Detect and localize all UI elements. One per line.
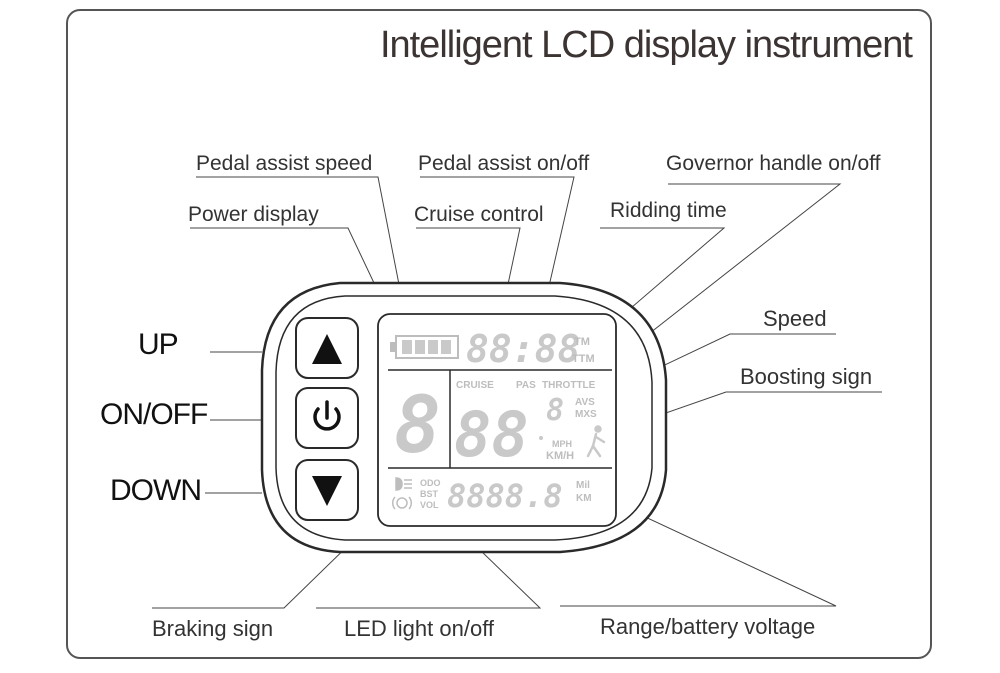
label-ridding-time: Ridding time (610, 199, 727, 222)
label-range-voltage: Range/battery voltage (600, 614, 816, 639)
headlight-icon (395, 477, 412, 491)
brake-icon (391, 496, 413, 510)
km-indicator: KM (576, 493, 592, 504)
label-governor-handle: Governor handle on/off (666, 152, 881, 175)
mxs-indicator: MXS (575, 409, 597, 420)
leader-governor-handle (589, 183, 842, 381)
cruise-indicator: CRUISE (456, 380, 494, 391)
label-pedal-assist-onoff: Pedal assist on/off (418, 152, 590, 175)
odo-indicator: ODO (420, 478, 441, 488)
label-boosting-sign: Boosting sign (740, 364, 873, 389)
label-speed: Speed (763, 306, 827, 331)
speed-small-digit: 8 (546, 393, 564, 428)
assist-level-digit: 8 (394, 381, 441, 471)
kmh-indicator: KM/H (546, 450, 574, 462)
battery-icon (390, 335, 459, 359)
tm-indicator: TM (574, 336, 590, 348)
label-braking-sign: Braking sign (152, 616, 274, 641)
label-up: UP (138, 328, 179, 361)
leader-range-voltage (560, 493, 837, 607)
speed-decimal-point (539, 436, 543, 440)
device-housing-inner (275, 295, 653, 541)
ttm-indicator: TTM (572, 353, 595, 365)
odometer-digits: 8888.8 (447, 477, 563, 515)
power-icon (313, 400, 341, 431)
label-pedal-assist-speed: Pedal assist speed (196, 152, 373, 175)
up-arrow-icon (312, 334, 342, 364)
pas-indicator: PAS (516, 380, 536, 391)
bst-indicator: BST (420, 489, 439, 499)
mil-indicator: Mil (576, 480, 590, 491)
avs-indicator: AVS (575, 397, 595, 408)
diagram-frame (66, 9, 932, 659)
label-onoff: ON/OFF (100, 398, 208, 431)
label-led-light: LED light on/off (344, 616, 495, 641)
lcd-screen (377, 313, 617, 527)
page-title: Intelligent LCD display instrument (379, 24, 913, 66)
label-down: DOWN (110, 474, 202, 507)
walking-icon (586, 425, 606, 458)
throttle-indicator: THROTTLE (542, 380, 596, 391)
vol-indicator: VOL (420, 500, 439, 510)
speed-digits: 88 (454, 398, 529, 471)
down-arrow-icon (312, 476, 342, 506)
label-power-display: Power display (188, 203, 319, 226)
label-cruise-control: Cruise control (414, 203, 544, 226)
leader-ridding-time (595, 227, 726, 339)
mph-indicator: MPH (552, 439, 572, 449)
clock-display: 88:88 (466, 327, 580, 371)
